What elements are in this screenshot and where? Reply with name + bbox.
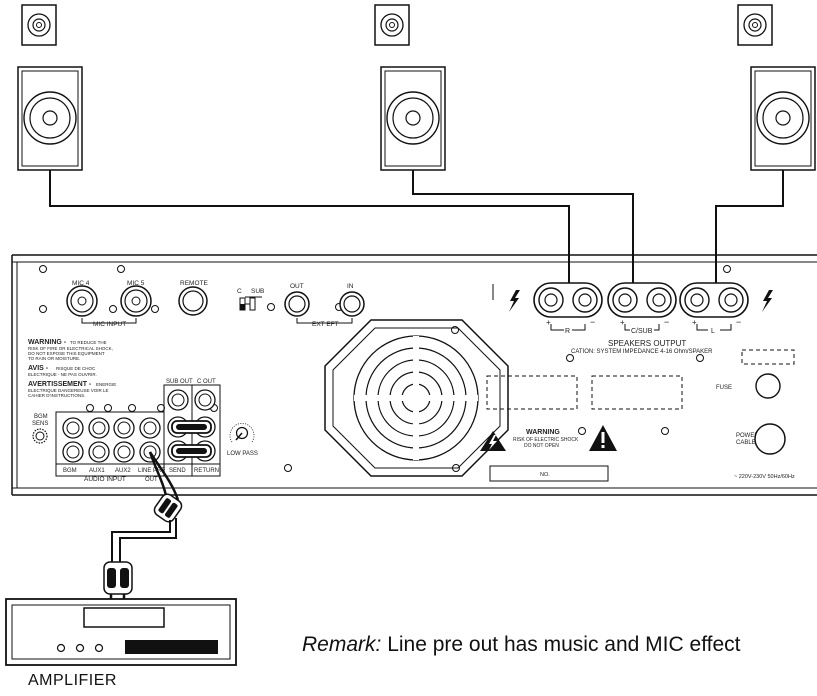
speaker-center [374, 4, 446, 171]
terminal-c-sub-label: C/SUB [631, 328, 653, 335]
warning-line-2: RISK OF FIRE OR ELECTRICAL SHOCK, [28, 346, 113, 351]
warning-line-3: DO NOT EXPOSE THIS EQUIPMENT [28, 351, 105, 356]
line-pre-out-label: OUT [145, 477, 158, 483]
amplifier-device [5, 598, 237, 666]
bgm-label: BGM [63, 468, 77, 474]
terminal-r-label: R [565, 328, 570, 335]
wire-center-speaker [412, 170, 634, 288]
rca-jacks [62, 417, 161, 463]
remark-note: Remark: Line pre out has music and MIC e… [302, 633, 741, 657]
shock-warning: WARNING RISK OF ELECTRIC SHOCK DO NOT OP… [480, 425, 617, 451]
sub-out-jack [167, 389, 189, 411]
bgm-sens-knob [32, 428, 48, 444]
rca-plug-lower [103, 561, 133, 604]
aux1-label: AUX1 [89, 468, 105, 474]
speaker-left [17, 4, 83, 171]
warning-title: WARNING - [28, 339, 67, 346]
amplifier-knob-1 [56, 643, 66, 653]
svg-text:+: + [546, 318, 551, 327]
mic4-jack [66, 285, 98, 317]
warning2-title: WARNING [526, 429, 560, 436]
high-voltage-icon-right [762, 290, 773, 312]
avertissement-title: AVERTISSEMENT - [28, 381, 92, 388]
avertissement-line-3: CAHIER D'INSTRUCTIONS. [28, 393, 85, 398]
wire-left-speaker [49, 170, 570, 288]
avis-line-1: RISQUE DE CHOC [56, 366, 96, 371]
remote-jack [178, 286, 208, 316]
avis-line-2: ELECTRIQUE - NE PAS OUVRIR. [28, 372, 97, 377]
bgm-sens-label-2: SENS [32, 421, 48, 427]
serial-number-label: NO. [540, 472, 550, 478]
svg-text:−: − [736, 317, 741, 327]
sub-switch-label: SUB [251, 288, 264, 295]
speakers-output-label: SPEAKERS OUTPUT [608, 339, 686, 348]
c-switch-label: C [237, 288, 242, 295]
send-return-jacks [167, 416, 216, 462]
line-pre-label: LINE PRE [138, 468, 165, 474]
bgm-sens-label-1: BGM [34, 414, 48, 420]
fuse-holder [755, 373, 781, 399]
mic5-jack [120, 285, 152, 317]
audio-input-label: AUDIO INPUT [84, 476, 126, 483]
remark-text: Line pre out has music and MIC effect [381, 633, 741, 656]
mic5-label: MIC 5 [127, 280, 145, 287]
low-pass-label: LOW PASS [227, 451, 258, 457]
fan-grille [324, 319, 509, 477]
c-out-label: C OUT [197, 379, 216, 385]
fuse-label: FUSE [716, 385, 732, 391]
terminal-c-sub [607, 282, 677, 318]
amplifier-knob-2 [75, 643, 85, 653]
c-sub-switch: C SUB [237, 288, 264, 311]
voltage-label: ~ 220V-230V 50Hz/60Hz [734, 474, 795, 480]
amplifier-label: AMPLIFIER [28, 672, 117, 689]
amplifier-knob-3 [94, 643, 104, 653]
svg-text:+: + [620, 318, 625, 327]
rca-plug-upper [153, 493, 183, 523]
terminal-polarity-marks [550, 324, 732, 331]
remark-label: Remark: [302, 633, 382, 656]
mic-input-label: MIC INPUT [93, 321, 126, 328]
power-cable-label-1: POWER [736, 433, 759, 439]
remote-label: REMOTE [180, 280, 208, 287]
ext-eft-label: EXT EFT [312, 321, 339, 328]
rear-panel [11, 254, 817, 496]
terminal-l-label: L [711, 328, 715, 335]
ext-eft-out-jack [284, 291, 310, 317]
dashed-label-boxes [486, 349, 795, 410]
ext-in-label: IN [347, 283, 354, 290]
ext-out-label: OUT [290, 283, 304, 290]
c-out-jack [194, 389, 216, 411]
sub-out-label: SUB OUT [166, 379, 193, 385]
svg-text:−: − [590, 317, 595, 327]
svg-text:+: + [692, 318, 697, 327]
serial-number-box [489, 465, 609, 482]
rca-cable [103, 451, 183, 604]
power-cable-label-2: CABLE [736, 440, 756, 446]
return-label: RETURN [194, 468, 219, 474]
svg-text:−: − [664, 317, 669, 327]
warning-text-block: WARNING - TO REDUCE THE RISK OF FIRE OR … [28, 339, 116, 398]
amplifier-display [125, 640, 218, 654]
power-cable-socket [754, 423, 786, 455]
wire-right-speaker [715, 170, 784, 288]
terminal-l [679, 282, 749, 318]
send-label: SEND [169, 468, 186, 474]
warning2-line-1: RISK OF ELECTRIC SHOCK [513, 437, 579, 443]
mic4-label: MIC 4 [72, 280, 90, 287]
aux2-label: AUX2 [115, 468, 131, 474]
warning-line-1: TO REDUCE THE [70, 340, 107, 345]
warning-line-4: TO RAIN OR MOISTURE. [28, 356, 80, 361]
low-pass-knob [229, 422, 255, 443]
avis-title: AVIS - [28, 365, 49, 372]
terminal-r [533, 282, 603, 318]
speaker-right [737, 4, 816, 171]
avertissement-line-1: ENERGIE [96, 382, 116, 387]
high-voltage-icon-left [509, 290, 520, 312]
warning2-line-2: DO NOT OPEN [524, 443, 559, 449]
avertissement-line-2: ELECTRIQUE DANGEREUSE VOIR LE [28, 388, 109, 393]
impedance-caution: CATION: SYSTEM IMPEDANCE 4-16 Ohm/SPAKER [571, 349, 713, 355]
ext-eft-in-jack [339, 291, 365, 317]
